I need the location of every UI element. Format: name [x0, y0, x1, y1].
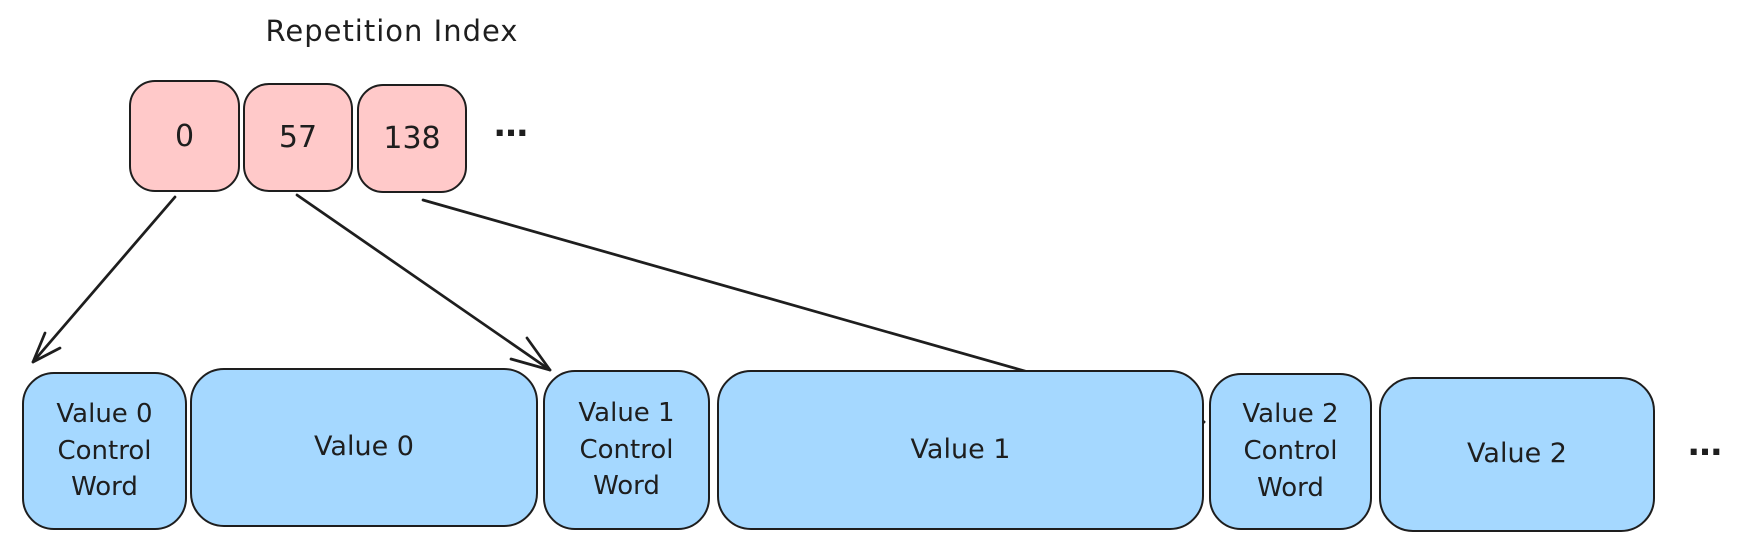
stream-ellipsis: …: [1688, 424, 1725, 464]
repetition-index-cell-0-value: 0: [174, 118, 195, 154]
repetition-index-cell-1-value: 57: [278, 120, 318, 155]
stream-block-value-1-control-word: Value 1 Control Word: [543, 370, 710, 530]
repetition-index-cell-1: 57: [243, 83, 353, 192]
arrow-index0-to-control-word-0: [31, 195, 177, 364]
repetition-index-cell-2-value: 138: [383, 121, 441, 156]
stream-block-label: Value 2: [1467, 438, 1567, 470]
stream-block-value-2-control-word: Value 2 Control Word: [1209, 373, 1372, 530]
stream-block-label: Value 2 Control Word: [1242, 399, 1339, 503]
stream-block-value-0-control-word: Value 0 Control Word: [22, 372, 187, 530]
stream-block-label: Value 1: [910, 433, 1011, 465]
stream-block-label: Value 1 Control Word: [578, 397, 675, 502]
stream-block-value-1: Value 1: [717, 370, 1204, 530]
repetition-index-ellipsis: …: [494, 105, 531, 145]
stream-block-value-0: Value 0: [190, 368, 538, 527]
stream-block-label: Value 0: [314, 431, 414, 463]
diagram-title: Repetition Index: [265, 14, 519, 48]
stream-block-value-2: Value 2: [1379, 377, 1655, 532]
stream-block-label: Value 0 Control Word: [56, 398, 153, 503]
repetition-index-cell-2: 138: [357, 84, 467, 193]
arrow-index1-to-control-word-1: [295, 193, 552, 372]
repetition-index-cell-0: 0: [129, 80, 240, 192]
